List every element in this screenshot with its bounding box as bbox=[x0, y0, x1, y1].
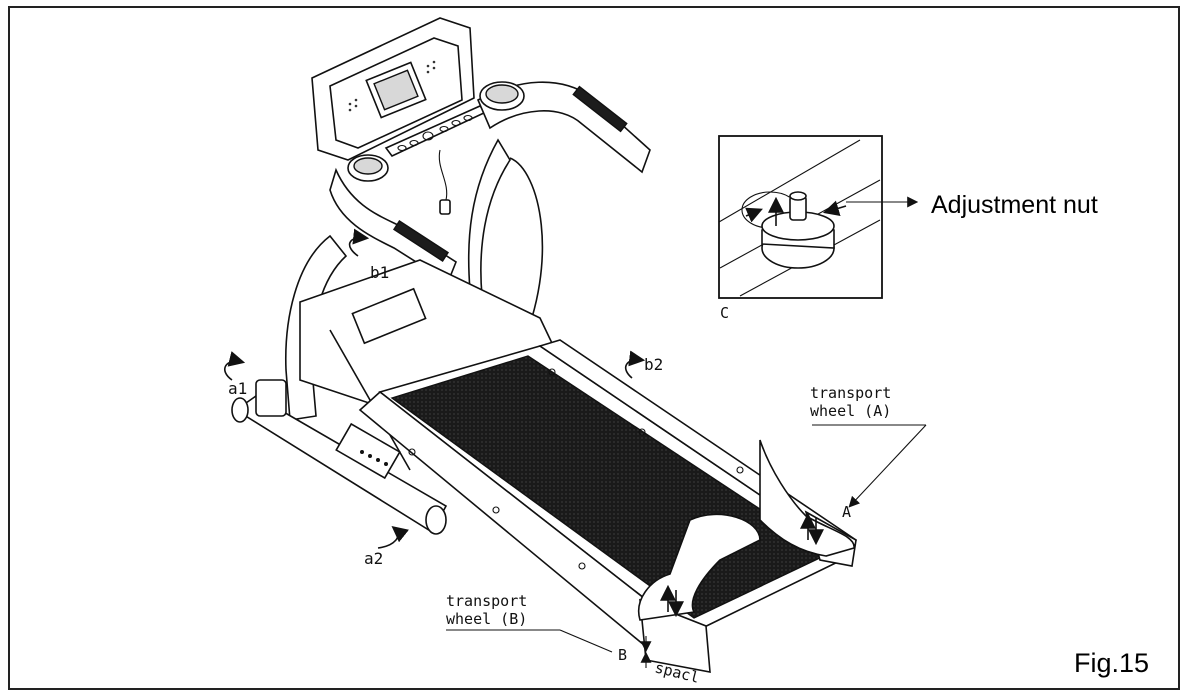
rotation-arrow-a2 bbox=[377, 525, 409, 549]
marker-b1: b1 bbox=[370, 263, 389, 282]
lift-arrows-a bbox=[800, 512, 824, 546]
console-speaker-dots bbox=[348, 60, 436, 112]
adjustment-nut-label: Adjustment nut bbox=[931, 191, 1098, 219]
figure-frame bbox=[8, 6, 1180, 690]
inset-corner-label: C bbox=[720, 304, 729, 322]
lift-arrows-b bbox=[660, 584, 684, 618]
wheel-b-line2: wheel (B) bbox=[446, 610, 527, 628]
marker-A: A bbox=[842, 503, 851, 521]
base-frame bbox=[231, 379, 448, 535]
inset-c bbox=[718, 135, 919, 299]
wheel-a-line2: wheel (A) bbox=[810, 402, 891, 420]
console-buttons bbox=[397, 114, 473, 152]
rotation-arrow-b1 bbox=[348, 228, 370, 257]
marker-B: B bbox=[618, 646, 627, 664]
wheel-a-leader bbox=[848, 424, 927, 508]
hood-vent bbox=[351, 287, 427, 345]
marker-a2: a2 bbox=[364, 549, 383, 568]
rotation-arrow-b2 bbox=[624, 350, 646, 379]
safety-key-icon bbox=[439, 199, 451, 215]
wheel-b-line1: transport bbox=[446, 592, 527, 610]
figure-label: Fig.15 bbox=[1074, 648, 1149, 678]
marker-a1: a1 bbox=[228, 379, 247, 398]
marker-b2: b2 bbox=[644, 355, 663, 374]
wheel-a-line1: transport bbox=[810, 384, 891, 402]
rotation-arrow-a1 bbox=[224, 351, 246, 381]
console bbox=[311, 17, 488, 215]
wheel-b-leader bbox=[559, 629, 613, 653]
